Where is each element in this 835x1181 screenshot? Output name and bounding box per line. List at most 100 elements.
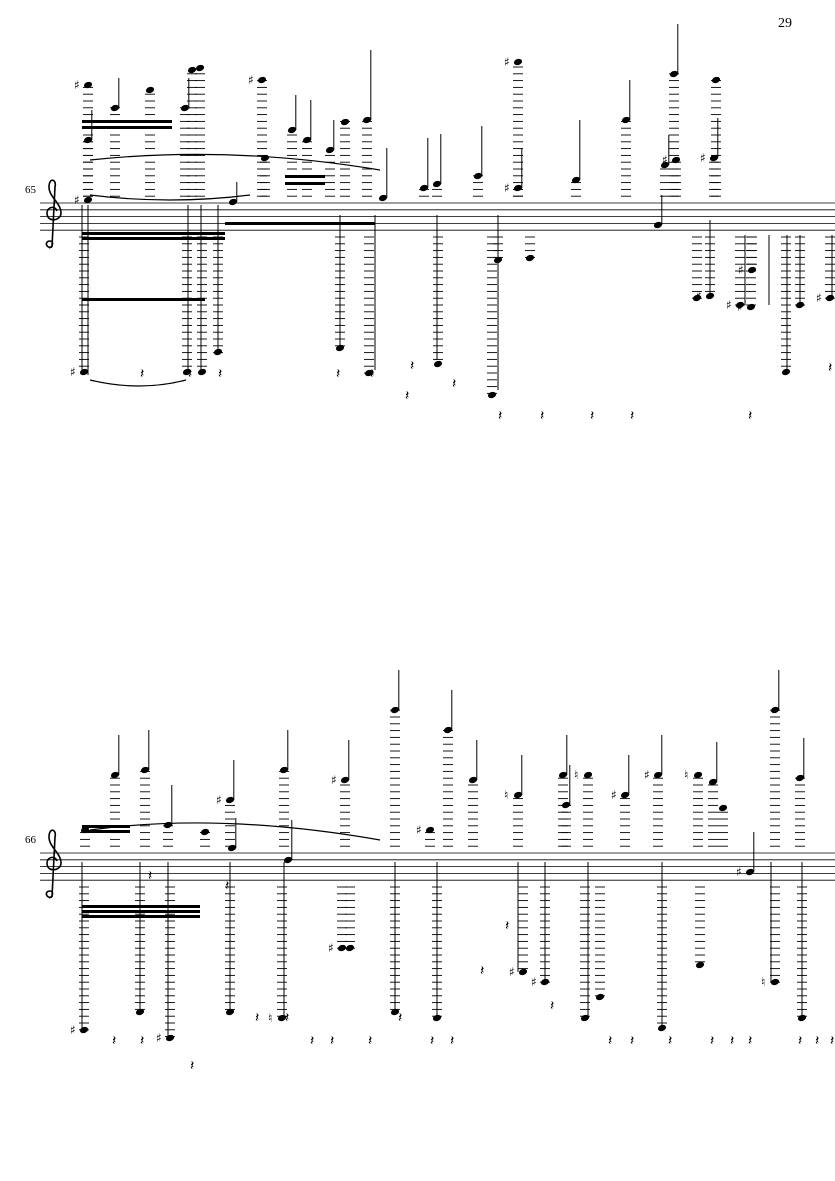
notehead [325,146,335,154]
notehead [660,161,670,169]
quarter-rest-icon: 𝄽 [148,868,152,884]
notehead [747,266,757,274]
notehead [709,154,719,162]
notehead [487,391,497,399]
notehead [561,801,571,809]
sharp-icon: ♯ [726,298,732,312]
quarter-rest-icon: 𝄽 [405,388,409,404]
quarter-rest-icon: 𝄽 [368,1033,372,1049]
sharp-icon: ♯ [331,773,337,787]
slur [89,194,251,201]
sharp-icon: ♯ [736,865,742,879]
notehead [513,58,523,66]
notehead [558,771,568,779]
quarter-rest-icon: 𝄽 [140,1033,144,1049]
notehead [390,706,400,714]
measure-number-66: 66 [25,834,36,846]
slur [89,153,381,171]
beam [82,120,172,123]
sharp-icon: ♯ [531,975,537,989]
quarter-rest-icon: 𝄽 [505,918,509,934]
notehead [110,771,120,779]
notehead [145,86,155,94]
sharp-icon: ♯ [248,73,254,87]
notehead [182,368,192,376]
slur [89,822,381,841]
notehead [711,76,721,84]
quarter-rest-icon: 𝄽 [370,366,374,382]
natural-icon: ♮ [268,1011,272,1025]
notehead [770,978,780,986]
beam [82,905,200,908]
beam [82,126,172,129]
notehead [279,766,289,774]
notehead [621,116,631,124]
measure-number-65: 65 [25,184,36,196]
notehead [228,198,238,206]
notehead [140,766,150,774]
quarter-rest-icon: 𝄽 [480,963,484,979]
beam [82,830,130,833]
sharp-icon: ♯ [328,941,334,955]
quarter-rest-icon: 𝄽 [218,366,222,382]
quarter-rest-icon: 𝄽 [830,1033,834,1049]
beam [225,222,375,225]
notehead [705,292,715,300]
notehead [187,66,197,74]
quarter-rest-icon: 𝄽 [336,366,340,382]
notehead [340,118,350,126]
quarter-rest-icon: 𝄽 [398,1010,402,1026]
notehead [362,116,372,124]
sharp-icon: ♯ [816,291,822,305]
sharp-icon: ♯ [216,793,222,807]
sharp-icon: ♯ [416,823,422,837]
notehead [135,1008,145,1016]
beam [285,182,325,185]
quarter-rest-icon: 𝄽 [550,998,554,1014]
notehead [79,368,89,376]
notehead [340,776,350,784]
notehead [213,348,223,356]
beam [82,910,200,913]
beam [82,825,130,828]
notehead [571,176,581,184]
notehead [79,1026,89,1034]
notehead [781,368,791,376]
quarter-rest-icon: 𝄽 [285,1010,289,1026]
quarter-rest-icon: 𝄽 [452,376,456,392]
notehead [110,104,120,112]
quarter-rest-icon: 𝄽 [498,408,502,424]
natural-icon: ♮ [504,788,508,802]
quarter-rest-icon: 𝄽 [540,408,544,424]
notehead [795,774,805,782]
treble-clef-icon [45,829,62,899]
quarter-rest-icon: 𝄽 [225,878,229,894]
sharp-icon: ♯ [70,1023,76,1037]
sharp-icon: ♯ [74,193,80,207]
sharp-icon: ♯ [700,151,706,165]
sharp-icon: ♯ [74,78,80,92]
quarter-rest-icon: 𝄽 [410,358,414,374]
sharp-icon: ♯ [156,1031,162,1045]
quarter-rest-icon: 𝄽 [112,1033,116,1049]
treble-clef-icon [45,179,62,249]
sharp-icon: ♯ [696,289,702,303]
notehead [378,194,388,202]
notehead [653,221,663,229]
beam [82,237,225,240]
sharp-icon: ♯ [644,768,650,782]
sharp-icon: ♯ [662,153,668,167]
quarter-rest-icon: 𝄽 [310,1033,314,1049]
quarter-rest-icon: 𝄽 [188,366,192,382]
notehead [718,804,728,812]
notehead [335,344,345,352]
notehead [283,856,293,864]
notehead [671,156,681,164]
notehead [825,294,835,302]
notehead [227,844,237,852]
natural-icon: ♮ [574,768,578,782]
quarter-rest-icon: 𝄽 [330,1033,334,1049]
notehead [165,1034,175,1042]
quarter-rest-icon: 𝄽 [748,1033,752,1049]
